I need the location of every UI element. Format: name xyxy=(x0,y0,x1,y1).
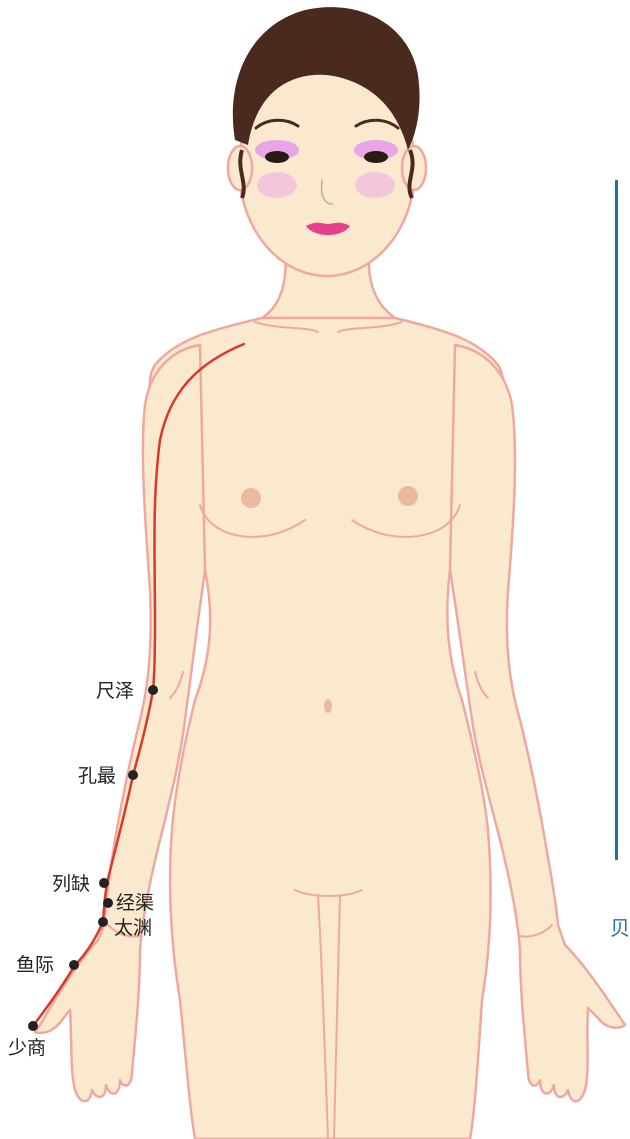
right-nipple xyxy=(398,486,418,506)
acupoint-lieque: 列缺 xyxy=(52,873,109,895)
body-silhouette xyxy=(35,60,625,1139)
acupoint-label: 太渊 xyxy=(114,917,152,939)
page-edge-glyph: 贝 xyxy=(610,912,630,941)
acupoint-dot xyxy=(98,917,108,927)
left-nipple xyxy=(241,488,261,508)
acupoint-label: 鱼际 xyxy=(16,954,54,976)
acupoint-label: 列缺 xyxy=(52,873,90,895)
acupoint-label: 尺泽 xyxy=(96,680,134,702)
acupoint-label: 经渠 xyxy=(116,892,154,914)
acupoint-dot xyxy=(103,898,113,908)
right-eye xyxy=(364,151,388,163)
acupoint-dot xyxy=(28,1021,38,1031)
acupoint-dot xyxy=(99,878,109,888)
left-eye xyxy=(265,151,289,163)
page-edge-accent xyxy=(615,180,618,860)
acupoint-dot xyxy=(69,960,79,970)
left-cheek-blush xyxy=(257,172,297,198)
acupoint-label: 少商 xyxy=(8,1037,46,1059)
acupoint-dot xyxy=(148,685,158,695)
navel xyxy=(324,699,332,713)
right-cheek-blush xyxy=(355,172,395,198)
acupoint-label: 孔最 xyxy=(78,765,116,787)
acupoint-dot xyxy=(128,770,138,780)
